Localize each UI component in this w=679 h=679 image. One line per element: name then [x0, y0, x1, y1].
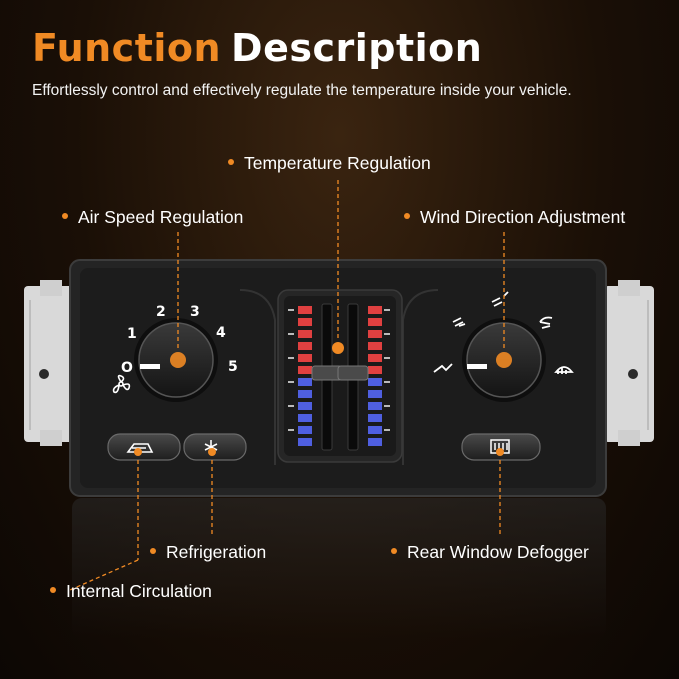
left-bracket: [24, 280, 74, 446]
callout-internal-circulation: Internal Circulation: [50, 581, 212, 602]
front-defrost-icon: [554, 366, 574, 374]
callout-rear-defogger: Rear Window Defogger: [391, 542, 589, 563]
left-scale-segment: [298, 306, 312, 314]
fan-icon: [112, 374, 131, 394]
left-scale-segment: [298, 414, 312, 422]
defrost-floor-vent-icon: [433, 363, 453, 373]
fan-scale-4: 4: [216, 325, 226, 341]
left-scale-segment: [298, 354, 312, 362]
right-scale-segment: [368, 330, 382, 338]
callout-air-speed: Air Speed Regulation: [62, 207, 243, 228]
left-scale-segment: [298, 390, 312, 398]
left-scale-segment: [298, 342, 312, 350]
fan-scale-1: 1: [127, 326, 137, 342]
right-scale-segment: [368, 438, 382, 446]
ac-button[interactable]: [183, 433, 247, 461]
fan-scale-5: 5: [228, 359, 238, 375]
callout-refrigeration: Refrigeration: [150, 542, 266, 563]
right-scale-segment: [368, 402, 382, 410]
left-scale-segment: [298, 318, 312, 326]
right-scale-segment: [368, 378, 382, 386]
face-vent-icon: [539, 316, 553, 329]
right-scale-segment: [368, 306, 382, 314]
right-scale-segment: [368, 390, 382, 398]
panel-reflection: [72, 498, 606, 638]
callout-lines: [69, 180, 505, 591]
fan-scale-off: O: [121, 360, 133, 376]
fan-scale-2: 2: [156, 304, 166, 320]
left-scale-segment: [298, 378, 312, 386]
left-scale-segment: [298, 438, 312, 446]
face-floor-vent-icon: [491, 291, 509, 307]
right-scale-segment: [368, 342, 382, 350]
callout-wind-direction: Wind Direction Adjustment: [404, 207, 625, 228]
floor-vent-icon: [452, 317, 466, 327]
car-recirculation-icon: [126, 443, 154, 453]
right-temperature-slider[interactable]: [337, 365, 369, 381]
subtitle: Effortlessly control and effectively reg…: [32, 82, 572, 99]
right-bracket: [604, 280, 654, 446]
temperature-scale-bars: [288, 306, 390, 446]
callout-markers: [134, 342, 512, 456]
right-scale-segment: [368, 354, 382, 362]
left-scale-segment: [298, 330, 312, 338]
right-scale-segment: [368, 426, 382, 434]
title-accent: Function: [32, 26, 222, 70]
right-scale-segment: [368, 414, 382, 422]
left-scale-segment: [298, 402, 312, 410]
right-scale-segment: [368, 318, 382, 326]
left-scale-segment: [298, 366, 312, 374]
right-scale-segment: [368, 366, 382, 374]
left-scale-segment: [298, 426, 312, 434]
title-main: Description: [231, 26, 483, 70]
recirculation-button[interactable]: [107, 433, 181, 461]
rear-defogger-button[interactable]: [461, 433, 541, 461]
callout-temperature: Temperature Regulation: [228, 153, 431, 174]
fan-scale-3: 3: [190, 304, 200, 320]
